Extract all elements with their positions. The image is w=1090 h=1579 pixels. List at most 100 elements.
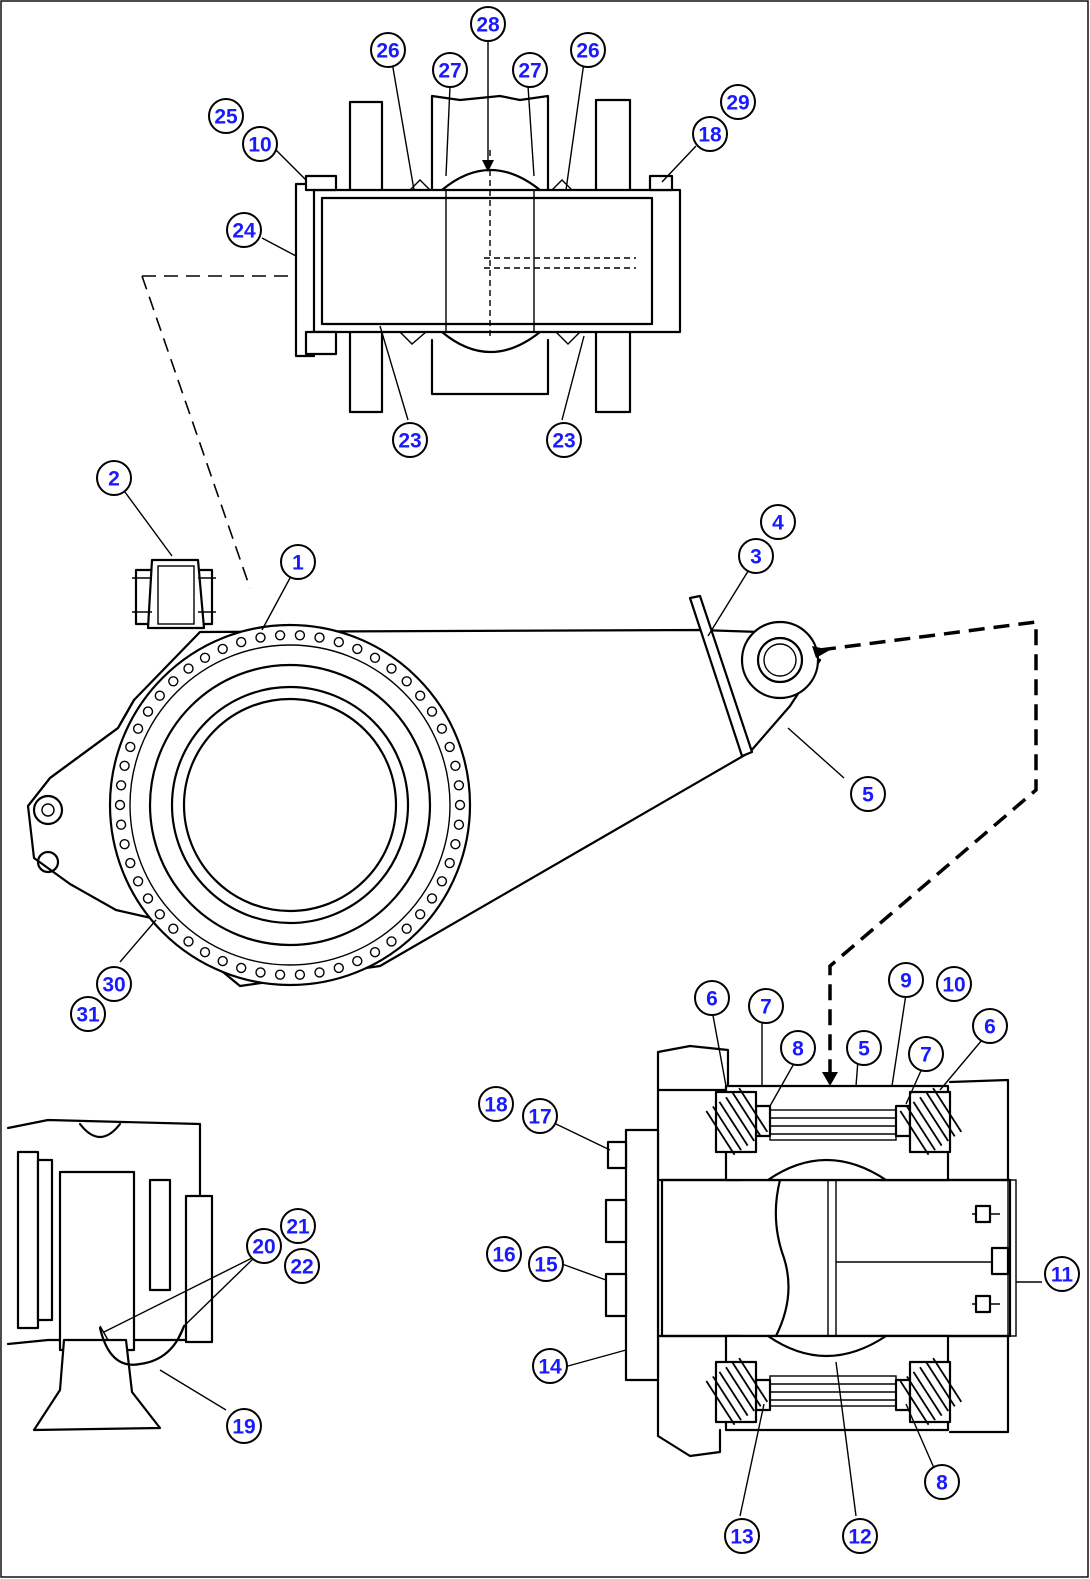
callout-circle xyxy=(546,422,582,458)
bolt-hole xyxy=(352,643,363,655)
callout-circle xyxy=(760,504,796,540)
callout-10: 10 xyxy=(242,126,278,162)
callout-number: 13 xyxy=(730,1526,753,1549)
callout-circle xyxy=(692,116,728,152)
top-pin-assembly-drawing xyxy=(294,94,682,414)
callout-22: 22 xyxy=(284,1248,320,1284)
bolt-hole xyxy=(132,723,144,734)
callout-26: 26 xyxy=(570,32,606,68)
bolt-hole xyxy=(125,741,136,753)
bolt-hole xyxy=(125,857,136,869)
callout-number: 8 xyxy=(936,1472,948,1495)
callout-number: 18 xyxy=(698,124,722,147)
bolt-hole xyxy=(217,643,228,655)
hatch-line xyxy=(899,1380,930,1426)
callout-7: 7 xyxy=(748,988,784,1024)
callout-20: 20 xyxy=(246,1228,282,1264)
callout-number: 29 xyxy=(726,92,749,115)
callout-number: 24 xyxy=(232,220,256,243)
leader-dash-detail xyxy=(819,620,1038,1082)
bolt-hole xyxy=(183,936,194,947)
bolt-hole xyxy=(119,839,130,850)
callout-26: 26 xyxy=(370,32,406,68)
callout-15: 15 xyxy=(528,1246,564,1282)
callout-number: 5 xyxy=(862,784,874,807)
callout-29: 29 xyxy=(720,84,756,120)
callout-30: 30 xyxy=(96,966,132,1002)
bolt-hole xyxy=(115,780,127,791)
hatch-line xyxy=(899,1110,930,1156)
bolt-hole xyxy=(386,936,397,947)
bolt-hole xyxy=(369,652,381,663)
bolt-hole xyxy=(444,857,455,869)
hatch-line xyxy=(725,1366,755,1412)
section-hatching xyxy=(705,1087,963,1426)
bolt-hole xyxy=(183,663,194,674)
callout-5: 5 xyxy=(850,776,886,812)
callout-number: 12 xyxy=(848,1526,871,1549)
callout-9: 9 xyxy=(888,962,924,998)
bolt-hole xyxy=(142,706,154,717)
callout-circle xyxy=(226,1408,262,1444)
callout-number: 1 xyxy=(292,552,304,575)
callout-number: 9 xyxy=(900,970,912,993)
callout-circle xyxy=(888,962,924,998)
callout-circle xyxy=(226,212,262,248)
callout-number: 31 xyxy=(76,1004,100,1027)
callout-13: 13 xyxy=(724,1518,760,1554)
callout-circle xyxy=(738,538,774,574)
callout-number: 19 xyxy=(232,1416,255,1439)
callout-17: 17 xyxy=(522,1098,558,1134)
callout-number: 25 xyxy=(214,106,238,129)
callout-18: 18 xyxy=(692,116,728,152)
callout-circle xyxy=(748,988,784,1024)
bolt-hole xyxy=(294,630,306,641)
callout-number: 21 xyxy=(286,1216,310,1239)
callout-number: 27 xyxy=(518,60,541,83)
callout-number: 16 xyxy=(492,1244,515,1267)
callout-circle xyxy=(850,776,886,812)
hatch-line xyxy=(725,1096,755,1142)
bolt-hole xyxy=(274,630,286,641)
bolt-hole xyxy=(314,632,325,643)
callout-circle xyxy=(478,1086,514,1122)
hatch-line xyxy=(925,1362,956,1407)
callout-circle xyxy=(486,1236,522,1272)
callout-5: 5 xyxy=(846,1030,882,1066)
callout-circle xyxy=(96,460,132,496)
callout-number: 26 xyxy=(376,40,399,63)
hatch-line xyxy=(731,1362,762,1407)
callout-number: 7 xyxy=(760,996,772,1019)
callout-circle xyxy=(512,52,548,88)
bolt-hole xyxy=(154,909,166,920)
bolt-hole xyxy=(132,876,144,887)
bolt-hole xyxy=(333,636,344,648)
callout-circle xyxy=(528,1246,564,1282)
equalizer-arm-drawing xyxy=(26,558,822,988)
bolt-hole xyxy=(450,760,461,771)
callout-number: 20 xyxy=(252,1236,275,1259)
bolt-hole xyxy=(333,962,344,974)
callout-14: 14 xyxy=(532,1348,568,1384)
callout-number: 6 xyxy=(706,988,718,1011)
callout-16: 16 xyxy=(486,1236,522,1272)
callout-3: 3 xyxy=(738,538,774,574)
bolt-hole xyxy=(436,876,448,887)
callout-circle xyxy=(908,1036,944,1072)
callout-23: 23 xyxy=(546,422,582,458)
callout-circle xyxy=(780,1030,816,1066)
callout-6: 6 xyxy=(694,980,730,1016)
bolt-hole xyxy=(199,947,211,958)
callout-circle xyxy=(470,6,506,42)
callout-10: 10 xyxy=(936,966,972,1002)
hatch-line xyxy=(705,1110,736,1156)
callout-circle xyxy=(936,966,972,1002)
callout-7: 7 xyxy=(908,1036,944,1072)
callout-circle xyxy=(522,1098,558,1134)
bolt-hole xyxy=(114,799,126,811)
callout-circle xyxy=(1044,1256,1080,1292)
bolt-hole xyxy=(444,741,455,753)
callout-circle xyxy=(432,52,468,88)
